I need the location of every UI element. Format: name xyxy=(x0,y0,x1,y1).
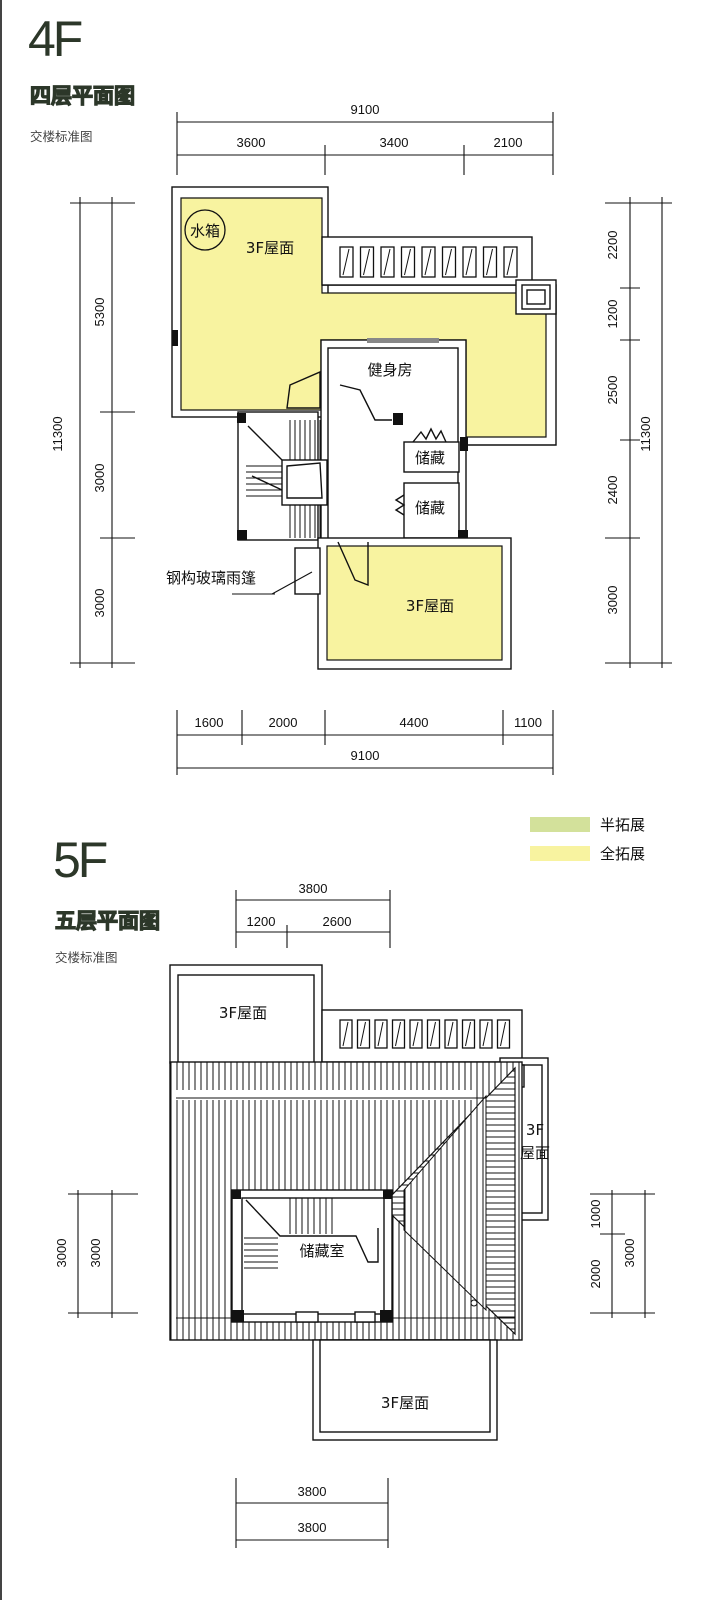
vent-row xyxy=(339,246,518,278)
vent-slat xyxy=(424,248,432,276)
vent-slat xyxy=(342,1021,349,1047)
dim5-bottom-1: 3800 xyxy=(298,1484,327,1499)
dim-right-3: 2500 xyxy=(605,376,620,405)
dim-bottom-4: 1100 xyxy=(514,715,542,730)
roof-bottom-label: 3F屋面 xyxy=(406,597,454,615)
dim5-top-2: 2600 xyxy=(323,914,352,929)
legend-label-half-extension: 半拓展 xyxy=(600,816,645,834)
vent-slat xyxy=(465,1021,471,1047)
dim-bottom-total: 9100 xyxy=(351,748,380,763)
dim-top-2: 3400 xyxy=(380,135,409,150)
roof5-right-label-line1: 3F xyxy=(526,1121,544,1139)
storage-room-label: 储藏室 xyxy=(299,1242,344,1260)
dim-right-total: 11300 xyxy=(638,416,653,451)
dim-right-1: 2200 xyxy=(605,231,620,260)
floor5-subtitle: 交楼标准图 xyxy=(55,950,118,965)
vent-slat xyxy=(447,1021,454,1047)
vent-slat xyxy=(465,248,473,276)
storage-2-label: 储藏 xyxy=(415,499,445,517)
stair-treads xyxy=(246,420,321,538)
dim5-right-1: 1000 xyxy=(588,1200,603,1229)
dim-top-3: 2100 xyxy=(494,135,523,150)
floor5-left-dimensions: 3000 3000 xyxy=(54,1190,138,1318)
storage-room-1 xyxy=(403,441,460,473)
vent-slat xyxy=(404,248,411,276)
legend-swatch-half-extension xyxy=(530,817,590,832)
vent-slat xyxy=(500,1021,506,1047)
dim5-right-2: 2000 xyxy=(588,1260,603,1289)
vent-row-5f xyxy=(339,1019,511,1049)
canopy xyxy=(294,547,321,595)
vent-slat xyxy=(342,248,350,276)
floor4-right-dimensions: 2200 1200 2500 2400 3000 11300 xyxy=(605,197,672,668)
floor4-top-dimensions: 9100 3600 3400 2100 xyxy=(176,102,554,175)
door-swing xyxy=(286,370,321,409)
dim-right-5: 3000 xyxy=(605,586,620,615)
dim-right-2: 1200 xyxy=(605,300,620,329)
roof5-top-label: 3F屋面 xyxy=(219,1004,267,1022)
gym-window xyxy=(367,338,439,343)
vent-slat xyxy=(430,1021,436,1047)
floor4-title: 四层平面图 xyxy=(30,84,135,108)
roof-top-label: 3F屋面 xyxy=(246,239,294,257)
dim5-left-outer: 3000 xyxy=(54,1239,69,1268)
floor5-plan: 3F屋面 储藏室 3F屋面 3F 屋面 xyxy=(169,964,550,1441)
floor4-left-dimensions: 11300 5300 3000 3000 xyxy=(50,197,135,668)
floor4-bottom-dimensions: 1600 2000 4400 1100 9100 xyxy=(176,710,554,775)
floor4-label: 4F xyxy=(28,11,82,67)
dim-left-2: 3000 xyxy=(92,464,107,493)
roof5-right-label-line2: 屋面 xyxy=(520,1144,550,1162)
vent-slat xyxy=(506,248,514,276)
stair-treads-5f xyxy=(244,1198,333,1269)
vent-slat xyxy=(383,248,391,276)
legend-swatch-full-extension xyxy=(530,846,590,861)
vent-slat xyxy=(360,1021,366,1047)
floor5-top-dimensions: 3800 1200 2600 xyxy=(235,881,391,948)
dim-right-4: 2400 xyxy=(605,476,620,505)
floor5-bottom-dimensions: 3800 3800 xyxy=(235,1478,389,1548)
floor5-right-dimensions: 1000 2000 3000 xyxy=(588,1190,655,1318)
dim5-left-inner: 3000 xyxy=(88,1239,103,1268)
storage-1-label: 储藏 xyxy=(415,449,445,467)
dim5-bottom-2: 3800 xyxy=(298,1520,327,1535)
floor5-label: 5F xyxy=(53,832,107,888)
vent-slat xyxy=(486,248,493,276)
dim5-top-total: 3800 xyxy=(299,881,328,896)
vent-slat xyxy=(363,248,370,276)
water-tank-icon xyxy=(184,209,226,251)
dim-bottom-2: 2000 xyxy=(269,715,298,730)
legend: 半拓展 全拓展 xyxy=(530,816,645,863)
dim-top-total: 9100 xyxy=(351,102,380,117)
floor4-header: 4F 四层平面图 交楼标准图 xyxy=(28,11,136,144)
canopy-label: 钢构玻璃雨篷 xyxy=(166,569,256,587)
chimney-icon xyxy=(515,279,557,315)
page-edge-line xyxy=(0,0,2,1600)
vent-slat xyxy=(412,1021,419,1047)
dim-left-total: 11300 xyxy=(50,416,65,451)
vent-slat xyxy=(395,1021,401,1047)
dim-bottom-1: 1600 xyxy=(195,715,224,730)
dim-left-1: 5300 xyxy=(92,298,107,327)
roof5-bottom-label: 3F屋面 xyxy=(381,1394,429,1412)
dim-left-3: 3000 xyxy=(92,589,107,618)
gym-label: 健身房 xyxy=(367,361,412,379)
water-tank-label: 水箱 xyxy=(190,222,220,240)
floor5-title: 五层平面图 xyxy=(55,909,160,933)
dim-bottom-3: 4400 xyxy=(400,715,429,730)
dim5-top-1: 1200 xyxy=(247,914,276,929)
floor4-plan: 水箱 3F屋面 健身房 储藏 储藏 钢构玻璃雨篷 3F屋面 xyxy=(166,186,557,670)
vent-slat xyxy=(482,1021,489,1047)
floor5-header: 5F 五层平面图 交楼标准图 xyxy=(53,832,161,965)
dim-top-1: 3600 xyxy=(237,135,266,150)
vent-slat xyxy=(377,1021,384,1047)
storage-room-2 xyxy=(403,482,460,539)
dim5-right-total: 3000 xyxy=(622,1239,637,1268)
vent-slat xyxy=(445,248,452,276)
legend-label-full-extension: 全拓展 xyxy=(600,845,645,863)
floor4-subtitle: 交楼标准图 xyxy=(30,129,93,144)
